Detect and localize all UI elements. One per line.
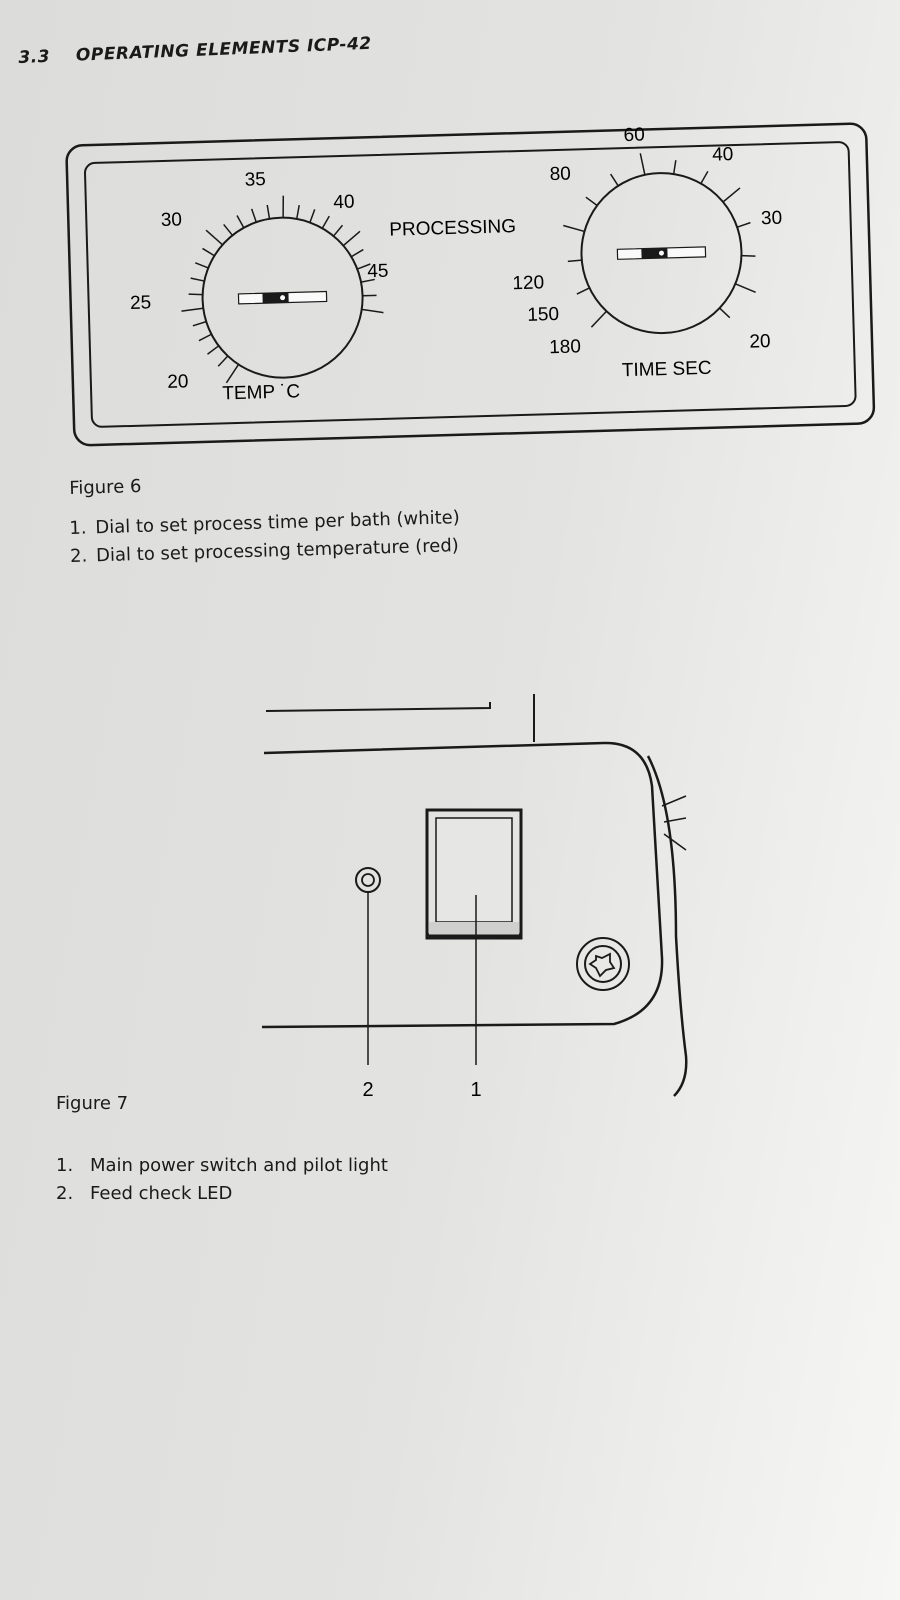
dial-tick [225,364,240,384]
temp-dial-label: TEMP ˙C [222,381,300,404]
temp-scale-45: 45 [367,261,389,283]
panel-inner-frame [84,141,857,428]
time-scale-60: 60 [623,125,645,147]
temp-dial-indicator [262,292,289,304]
temp-dial[interactable] [178,193,385,384]
time-scale-40: 40 [712,144,734,166]
time-dial-rim [580,172,743,335]
dial-tick [217,355,229,367]
dial-tick [332,224,344,237]
dial-tick [342,230,361,247]
switch-rocker [435,817,513,923]
time-scale-80: 80 [549,164,571,186]
screw-icon [576,937,630,991]
control-panel-illustration: 35 40 45 30 25 20 TEMP ˙C PROCESSING 60 … [65,122,876,447]
figure-6-list: 1.Dial to set process time per bath (whi… [69,504,461,571]
figure-7-caption: Figure 7 [56,1093,129,1114]
dial-tick [585,196,598,207]
list-item: 1.Main power switch and pilot light [56,1155,388,1176]
time-scale-180: 180 [549,336,581,358]
temp-scale-35: 35 [244,169,266,191]
dial-tick [282,195,285,218]
dial-tick [735,283,756,294]
time-dial-center [658,250,664,256]
temp-scale-40: 40 [333,192,355,214]
dial-tick [741,254,756,257]
callout-label-2: 2 [362,1079,373,1101]
time-dial-ticks [563,153,756,328]
dial-tick [223,223,234,236]
housing-detail-line [661,795,687,807]
dial-tick [567,259,582,263]
dial-tick [609,173,619,187]
time-dial-indicator [641,247,668,259]
dial-tick [356,263,371,270]
dial-tick [736,221,751,228]
temp-dial-rim [201,216,364,379]
processing-label: PROCESSING [389,216,516,241]
dial-tick [700,170,709,184]
dial-tick [190,277,205,282]
dial-tick [639,153,646,175]
dial-tick [192,320,207,327]
temp-scale-25: 25 [130,292,152,314]
dial-tick [321,215,330,229]
temp-dial-center [280,295,286,301]
dial-tick [722,187,741,203]
dial-tick [563,224,585,233]
dial-tick [198,333,212,342]
dial-tick [295,205,300,220]
dial-tick [202,247,215,257]
dial-tick [207,345,220,355]
dial-tick [576,287,590,295]
dial-tick [719,307,731,319]
time-dial-label: TIME SEC [622,358,712,381]
figure-6-caption: Figure 6 [69,475,142,499]
feed-check-led [355,867,381,893]
section-number: 3.3 [18,46,51,68]
dial-tick [361,308,384,314]
temp-dial-ticks [181,195,384,384]
dial-tick [350,248,364,258]
dial-tick [205,229,224,246]
time-scale-20: 20 [749,331,771,353]
temp-scale-20: 20 [167,371,189,393]
main-power-switch[interactable] [425,808,523,940]
dial-tick [236,215,245,229]
dial-tick [309,209,316,223]
dial-tick [360,278,375,283]
figure-7-list: 1.Main power switch and pilot light 2.Fe… [56,1152,388,1208]
housing-top-edge [265,702,491,712]
housing-detail-line [663,833,687,851]
list-item: 2.Feed check LED [56,1183,233,1204]
switch-bottom-lip [429,922,519,937]
dial-tick [672,160,677,175]
dial-tick [250,208,257,223]
temp-scale-30: 30 [161,209,183,231]
time-dial[interactable] [561,150,757,336]
housing-side-edge [646,755,688,1097]
dial-tick [590,310,608,328]
dial-tick [181,307,204,312]
switch-bezel [425,808,523,940]
panel-outer-frame [65,122,876,447]
dial-tick [266,204,271,219]
time-scale-150: 150 [527,304,559,326]
callout-label-1: 1 [470,1079,481,1101]
power-switch-illustration: 2 1 [261,694,688,1101]
dial-tick [195,262,209,269]
time-scale-30: 30 [761,208,783,230]
time-scale-120: 120 [512,272,544,294]
dial-tick [188,293,203,296]
housing-detail-line [663,817,687,823]
housing-front-panel [261,741,664,1029]
